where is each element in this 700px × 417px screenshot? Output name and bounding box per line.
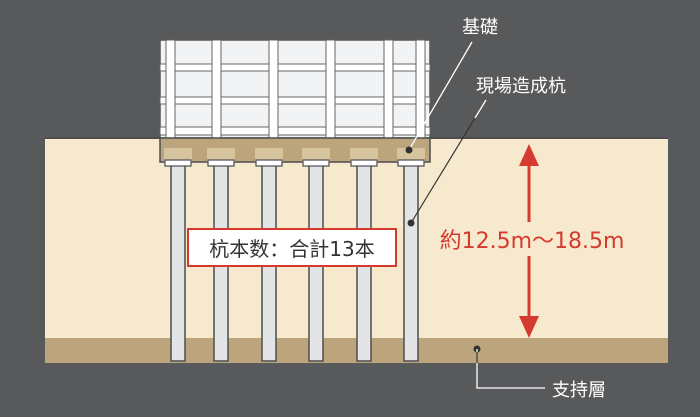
- foundation-leader-dot: [405, 146, 413, 154]
- pile-leader-dot: [407, 219, 415, 227]
- pile-label: 現場造成杭: [476, 76, 566, 97]
- pile: [164, 159, 192, 362]
- pile-count-callout: 杭本数：合計13本: [187, 228, 397, 267]
- foundation-callout: 基礎: [405, 17, 498, 154]
- depth-label: 約12.5m～18.5m: [440, 229, 625, 254]
- depth-label-backdrop: [437, 222, 627, 256]
- pile-callout: 現場造成杭: [407, 76, 566, 227]
- depth-arrow-head-bottom: [519, 316, 539, 338]
- pile-count-label: 杭本数：合計13本: [209, 237, 374, 261]
- foundation-label: 基礎: [462, 17, 498, 38]
- pile-count-box: [187, 228, 397, 267]
- depth-arrow-head-top: [519, 144, 539, 166]
- foundation: [159, 137, 431, 163]
- depth-dimension: 約12.5m～18.5m: [437, 144, 627, 338]
- bearing-layer-label: 支持層: [552, 380, 606, 401]
- bearing-layer-callout: 支持層: [473, 345, 606, 401]
- pile: [397, 159, 425, 362]
- building: [159, 39, 431, 139]
